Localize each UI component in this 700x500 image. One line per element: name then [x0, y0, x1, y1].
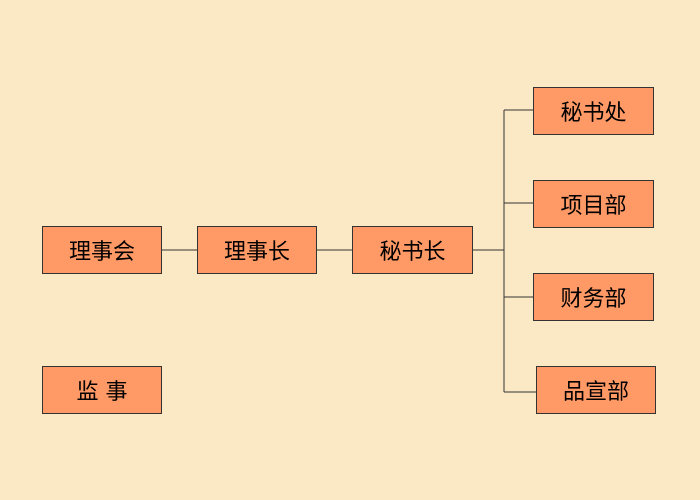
node-publicity-dept: 品宣部	[536, 366, 656, 414]
node-finance-dept: 财务部	[533, 273, 654, 321]
node-projects-dept: 项目部	[533, 180, 654, 228]
node-secretariat: 秘书处	[533, 87, 654, 135]
node-council: 理事会	[42, 226, 162, 274]
node-secretary-general: 秘书长	[352, 226, 473, 274]
node-chairman: 理事长	[197, 226, 317, 274]
node-supervisor: 监 事	[42, 366, 162, 414]
